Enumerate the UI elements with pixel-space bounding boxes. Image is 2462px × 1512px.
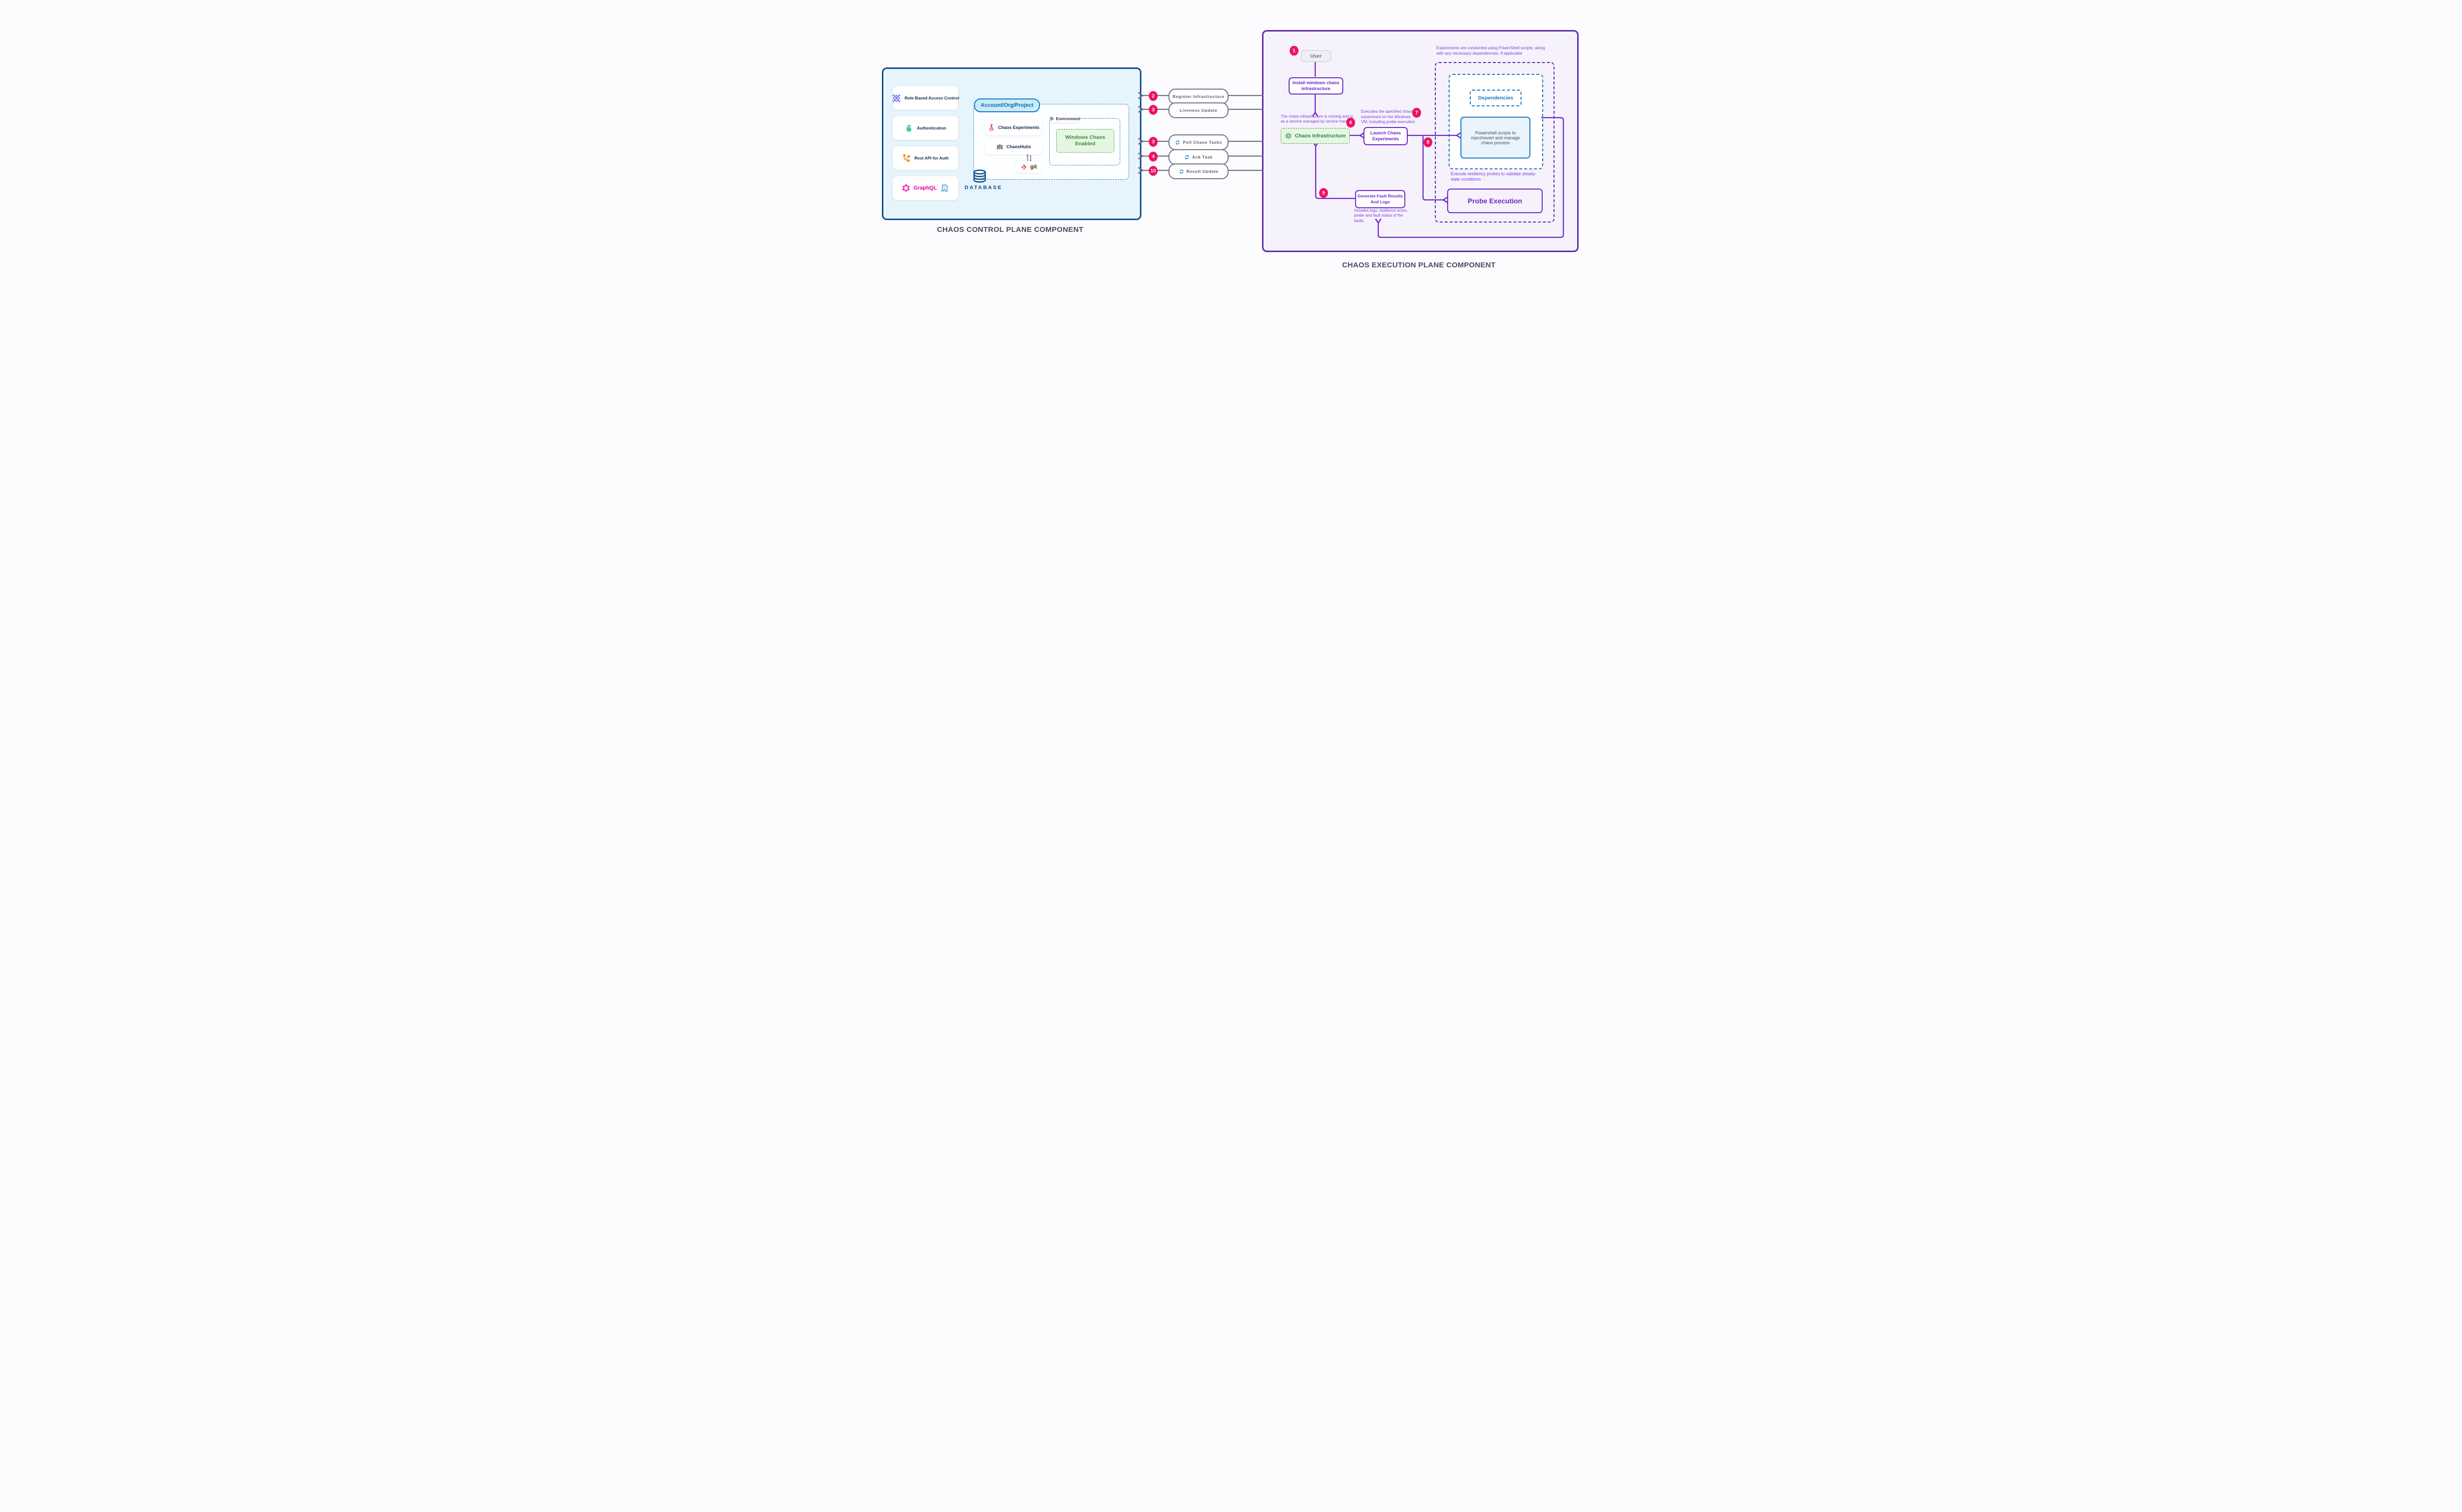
graphql-icon <box>902 184 910 192</box>
diagram-canvas: Role Based Access Control Authentication… <box>851 0 1611 302</box>
dependencies-label: Dependencies <box>1478 95 1514 101</box>
tube-rack-icon <box>996 143 1004 151</box>
chaoshubs-label: ChaosHubs <box>1006 144 1031 149</box>
launch-chaos-experiments-box: Launch Chaos Experiments <box>1363 127 1408 145</box>
executes-note: Executes the specified chaos experiment … <box>1361 109 1415 125</box>
user-box: User <box>1301 50 1331 62</box>
account-org-project-label: Account/Org/Project <box>980 102 1034 108</box>
probe-execution-box: Probe Execution <box>1447 189 1543 213</box>
sync-icon <box>1179 169 1184 174</box>
probe-execution-label: Probe Execution <box>1467 197 1523 205</box>
step-badge-8: 8 <box>1424 137 1432 147</box>
powershell-scripts-box: Powershell scripts to inject/revert and … <box>1460 117 1530 159</box>
channel-result-update: Result Update <box>1168 163 1229 179</box>
svg-text:API: API <box>941 189 946 192</box>
step-badge-6: 6 <box>1346 118 1355 128</box>
chaos-infrastructure-box: Chaos Infrastructure <box>1281 128 1350 144</box>
rest-api-icon <box>902 154 911 162</box>
card-rbac: Role Based Access Control <box>892 86 959 110</box>
generate-fault-results-label: Generate Fault Results And Logs <box>1357 193 1403 204</box>
card-graphql: GraphQL API <box>893 176 958 200</box>
channel-poll-chaos-tasks-label: Poll Chaos Tasks <box>1183 140 1222 145</box>
channel-ack-task-label: Ack Task <box>1192 155 1213 160</box>
chaos-infrastructure-label: Chaos Infrastructure <box>1295 133 1346 139</box>
powershell-scripts-label: Powershell scripts to inject/revert and … <box>1471 130 1520 145</box>
database-label: DATABASE <box>965 185 1003 191</box>
chaos-experiments-card: Chaos Experiments <box>985 120 1042 135</box>
step-badge-2: 2 <box>1149 91 1158 101</box>
git-label: git <box>1030 164 1037 170</box>
sync-icon <box>1175 140 1180 145</box>
service-note: The chaos infrastructure is running and … <box>1281 114 1355 124</box>
channel-register-infrastructure-label: Register Infrastructure <box>1172 94 1225 99</box>
execution-plane-title: CHAOS EXECUTION PLANE COMPONENT <box>1342 261 1496 269</box>
git-icon <box>1021 164 1027 170</box>
step-badge-10: 10 <box>1149 166 1158 176</box>
control-plane-title: CHAOS CONTROL PLANE COMPONENT <box>937 225 1084 234</box>
dependencies-box: Dependencies <box>1470 90 1522 106</box>
card-authentication: Authentication <box>893 116 958 140</box>
card-rest-api: Rest API for Auth <box>893 146 958 170</box>
flask-icon <box>988 124 995 131</box>
step-badge-4: 4 <box>1149 152 1158 161</box>
includes-note: Includes logs, resilience score, probe a… <box>1354 208 1408 223</box>
environment-label: Environment <box>1056 117 1080 121</box>
channel-poll-chaos-tasks: Poll Chaos Tasks <box>1168 134 1229 150</box>
chaoshubs-card: ChaosHubs <box>985 139 1042 155</box>
generate-fault-results-box: Generate Fault Results And Logs <box>1355 190 1405 208</box>
launch-chaos-experiments-label: Launch Chaos Experiments <box>1370 130 1401 141</box>
account-org-project-pill: Account/Org/Project <box>974 98 1040 112</box>
auth-icon <box>905 124 913 132</box>
rbac-icon <box>892 94 901 103</box>
api-doc-icon: API <box>940 184 949 193</box>
card-graphql-label: GraphQL <box>913 185 937 191</box>
install-infrastructure-box: Install windows chaos infrastructure <box>1289 77 1343 95</box>
hexagons-icon <box>1049 116 1055 122</box>
powershell-note: Experiments are conducted using PowerShe… <box>1436 45 1545 56</box>
step-badge-1: 1 <box>1290 46 1298 56</box>
probes-note: Execute resiliency probes to validate st… <box>1451 171 1537 182</box>
chaos-hex-icon <box>1285 132 1292 140</box>
chaos-experiments-label: Chaos Experiments <box>998 125 1040 130</box>
environment-pill: Environment <box>1049 115 1080 123</box>
database-icon <box>972 169 988 184</box>
channel-result-update-label: Result Update <box>1186 169 1219 174</box>
sync-icon <box>1184 155 1190 160</box>
step-badge-9: 9 <box>1319 188 1328 198</box>
step-badge-7: 7 <box>1412 108 1421 118</box>
card-rest-api-label: Rest API for Auth <box>914 156 949 161</box>
card-rbac-label: Role Based Access Control <box>905 96 959 100</box>
windows-chaos-enabled-label: Windows Chaos Enabled <box>1065 134 1105 147</box>
install-infrastructure-label: Install windows chaos infrastructure <box>1292 80 1340 91</box>
git-card: git <box>1016 161 1042 173</box>
user-label: User <box>1310 53 1322 59</box>
windows-chaos-enabled-box: Windows Chaos Enabled <box>1056 129 1114 153</box>
channel-ack-task: Ack Task <box>1168 149 1229 165</box>
card-authentication-label: Authentication <box>917 126 946 130</box>
step-badge-3-liveness: 3 <box>1149 105 1158 115</box>
channel-liveness-update: Liveness Update <box>1168 102 1229 118</box>
channel-liveness-update-label: Liveness Update <box>1179 108 1218 113</box>
step-badge-3-poll: 3 <box>1149 137 1158 147</box>
